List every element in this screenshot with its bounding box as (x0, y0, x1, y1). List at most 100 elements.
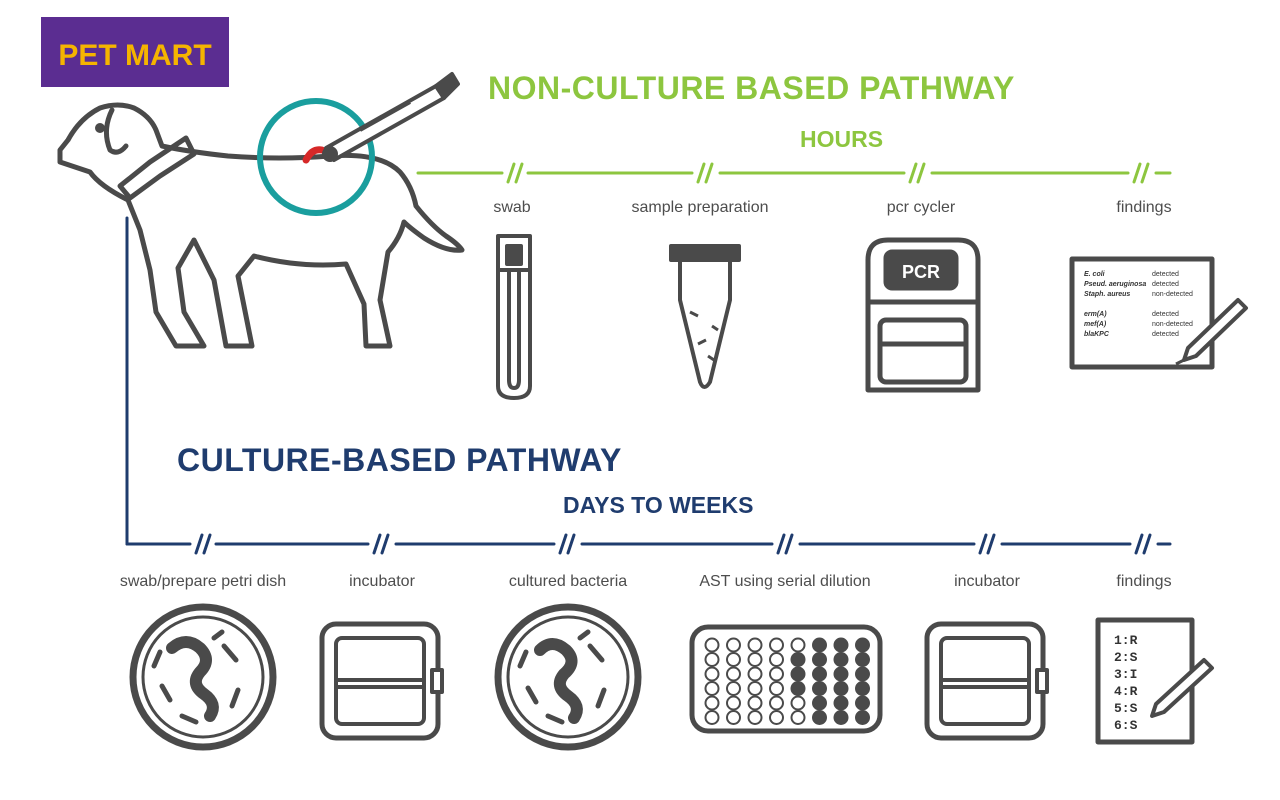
well (704, 652, 720, 667)
culture-timescale: DAYS TO WEEKS (563, 492, 754, 518)
finding-entry: 5:S (1114, 701, 1138, 716)
well (726, 681, 741, 696)
well (790, 681, 806, 696)
well (704, 637, 720, 653)
well (726, 666, 741, 682)
well (855, 681, 870, 696)
well (769, 681, 784, 696)
well (833, 652, 849, 667)
well-plate-icon (689, 624, 883, 734)
well (769, 695, 784, 711)
well (726, 652, 741, 667)
dog-icon (57, 102, 465, 349)
well (747, 652, 763, 667)
well (790, 637, 806, 653)
swab-probe-icon (322, 72, 460, 162)
finding-organism: mef(A) (1084, 321, 1107, 328)
well (855, 652, 870, 667)
step-label-findings-bottom: findings (1116, 573, 1172, 590)
well (704, 681, 720, 696)
findings-clipboard-icon (1095, 617, 1195, 745)
sampling-site-mark (302, 146, 326, 164)
well (747, 695, 763, 711)
well (704, 695, 720, 711)
finding-entry: 1:R (1114, 633, 1138, 648)
step-label-findings-top: findings (1116, 199, 1172, 216)
non-culture-title: NON-CULTURE BASED PATHWAY (488, 70, 1015, 106)
finding-organism: Pseud. aeruginosa (1084, 281, 1146, 288)
well (833, 695, 849, 711)
well (812, 666, 827, 682)
well (726, 695, 741, 711)
days-timeline (125, 216, 1172, 555)
well (790, 695, 806, 711)
well (855, 637, 870, 653)
culture-title: CULTURE-BASED PATHWAY (177, 442, 622, 478)
well (833, 637, 849, 653)
finding-organism: blaKPC (1084, 331, 1110, 338)
finding-organism: Staph. aureus (1084, 291, 1130, 298)
incubator-icon (924, 621, 1049, 741)
well (747, 710, 763, 725)
swab-tube-icon (496, 234, 532, 400)
well (790, 710, 806, 725)
finding-result: detected (1152, 311, 1179, 318)
pet-mart-logo: PET MART (41, 17, 229, 87)
well (726, 637, 741, 653)
well (812, 681, 827, 696)
step-label-sample-preparation: sample preparation (631, 199, 769, 216)
well (833, 681, 849, 696)
step-label-pcr-cycler: pcr cycler (886, 199, 956, 216)
well (855, 695, 870, 711)
pcr-device-text: PCR (902, 262, 940, 282)
well (747, 681, 763, 696)
well (747, 637, 763, 653)
pcr-machine-icon (865, 237, 981, 393)
well (769, 666, 784, 682)
finding-entry: 3:I (1114, 667, 1137, 682)
well (726, 710, 741, 725)
pencil-icon (1175, 298, 1248, 366)
well (790, 652, 806, 667)
well (790, 666, 806, 682)
finding-entry: 6:S (1114, 718, 1138, 733)
finding-entry: 2:S (1114, 650, 1138, 665)
well (769, 710, 784, 725)
step-label-swab: swab (493, 199, 531, 216)
well (833, 710, 849, 725)
hours-timeline (416, 162, 1172, 184)
petri-dish-icon (129, 603, 277, 751)
well (704, 710, 720, 725)
well (855, 666, 870, 682)
finding-organism: erm(A) (1084, 311, 1107, 318)
petri-dish-icon (494, 603, 642, 751)
finding-result: non-detected (1152, 321, 1193, 328)
well (769, 652, 784, 667)
well (812, 710, 827, 725)
well (769, 637, 784, 653)
finding-result: non-detected (1152, 291, 1193, 298)
well (812, 652, 827, 667)
finding-entry: 4:R (1114, 684, 1138, 699)
step-label-incubator-2: incubator (954, 573, 1020, 590)
step-label-ast: AST using serial dilution (699, 573, 871, 590)
findings-table: E. coli detected Pseud. aeruginosa detec… (1084, 271, 1193, 338)
non-culture-timescale: HOURS (800, 126, 884, 152)
logo-text: PET MART (58, 39, 211, 72)
finding-result: detected (1152, 271, 1179, 278)
well (855, 710, 870, 725)
step-label-cultured-bacteria: cultured bacteria (508, 573, 628, 590)
sample-tube-icon (669, 244, 741, 389)
incubator-icon (319, 621, 444, 741)
step-label-incubator-1: incubator (349, 573, 415, 590)
well (812, 637, 827, 653)
findings-list: 1:R 2:S 3:I 4:R 5:S 6:S (1114, 633, 1138, 733)
finding-result: detected (1152, 331, 1179, 338)
finding-organism: E. coli (1084, 271, 1106, 278)
finding-result: detected (1152, 281, 1179, 288)
sampling-site-circle (257, 98, 375, 216)
well (812, 695, 827, 711)
well (747, 666, 763, 682)
